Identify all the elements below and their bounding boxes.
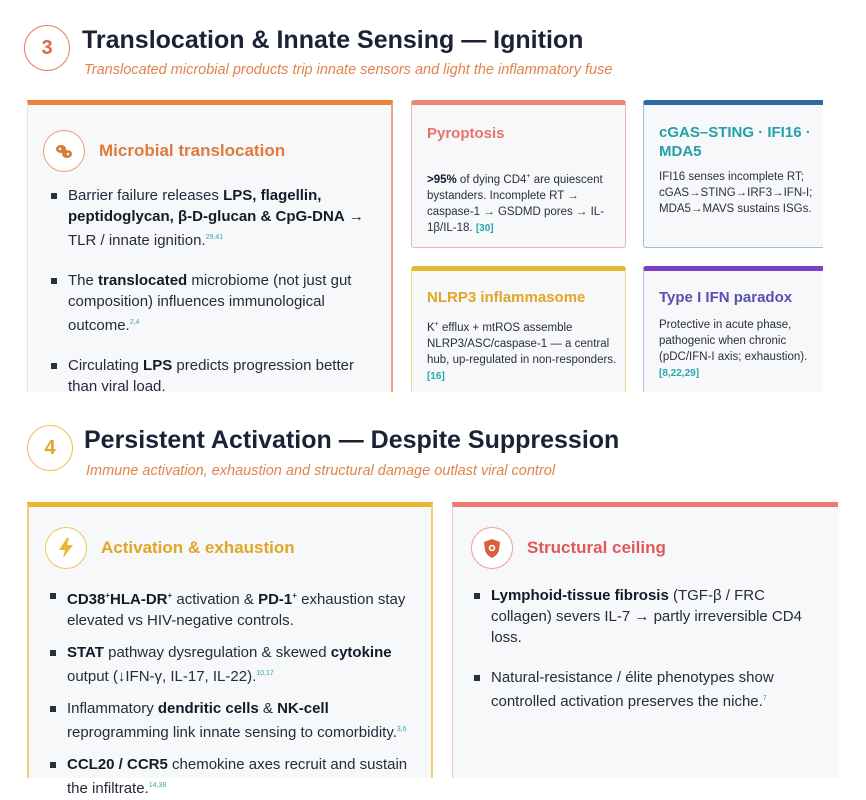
pyroptosis-title: Pyroptosis bbox=[427, 125, 505, 142]
type-i-ifn-card: Type I IFN paradox Protective in acute p… bbox=[643, 266, 823, 392]
activation-exhaustion-card: Activation & exhaustion CD38+HLA-DR+ act… bbox=[27, 502, 433, 797]
cgas-title: cGAS–STING · IFI16 · MDA5 bbox=[659, 124, 811, 160]
cgas-text: IFI16 senses incomplete RT; cGAS→STING→I… bbox=[659, 171, 813, 215]
translocation-bullets: Barrier failure releases LPS, flagellin,… bbox=[50, 185, 370, 397]
section-3-title: Translocation & Innate Sensing — Ignitio… bbox=[82, 26, 584, 54]
list-item: Natural-resistance / élite phenotypes sh… bbox=[473, 667, 823, 712]
section-4-subtitle: Immune activation, exhaustion and struct… bbox=[86, 463, 556, 479]
ifn-title: Type I IFN paradox bbox=[659, 289, 793, 306]
list-item: Lymphoid-tissue fibrosis (TGF-β / FRC co… bbox=[473, 585, 823, 648]
list-item: Circulating LPS predicts progression bet… bbox=[50, 355, 370, 397]
section-number-3: 3 bbox=[24, 25, 70, 71]
list-item: CD38+HLA-DR+ activation & PD-1+ exhausti… bbox=[49, 585, 419, 631]
list-item: STAT pathway dysregulation & skewed cyto… bbox=[49, 642, 419, 687]
pyroptosis-card: Pyroptosis >95% of dying CD4+ are quiesc… bbox=[411, 100, 626, 248]
nlrp3-title: NLRP3 inflammasome bbox=[427, 289, 586, 306]
list-item: CCL20 / CCR5 chemokine axes recruit and … bbox=[49, 754, 419, 799]
section-divider bbox=[0, 392, 866, 408]
card-title: Structural ceiling bbox=[527, 538, 666, 557]
section-3-subtitle: Translocated microbial products trip inn… bbox=[84, 62, 613, 78]
activation-bullets: CD38+HLA-DR+ activation & PD-1+ exhausti… bbox=[49, 585, 419, 799]
shield-virus-icon bbox=[471, 527, 513, 569]
list-item: Barrier failure releases LPS, flagellin,… bbox=[50, 185, 370, 251]
microbe-icon bbox=[43, 130, 85, 172]
card-title: Microbial translocation bbox=[99, 141, 286, 160]
structural-bullets: Lymphoid-tissue fibrosis (TGF-β / FRC co… bbox=[473, 585, 823, 712]
microbial-translocation-card: Microbial translocation Barrier failure … bbox=[27, 100, 393, 395]
nlrp3-text: K+ efflux + mtROS assemble NLRP3/ASC/cas… bbox=[427, 321, 617, 382]
structural-ceiling-card: Structural ceiling Lymphoid-tissue fibro… bbox=[452, 502, 838, 778]
structural-header: Structural ceiling bbox=[471, 527, 666, 569]
lightning-icon bbox=[45, 527, 87, 569]
list-item: Inflammatory dendritic cells & NK-cell r… bbox=[49, 698, 419, 743]
activation-header: Activation & exhaustion bbox=[45, 527, 295, 569]
microbial-translocation-header: Microbial translocation bbox=[43, 130, 285, 172]
cgas-sting-card: cGAS–STING · IFI16 · MDA5 IFI16 senses i… bbox=[643, 100, 823, 248]
section-number-4: 4 bbox=[27, 425, 73, 471]
pyroptosis-text: >95% of dying CD4+ are quiescent bystand… bbox=[427, 173, 605, 234]
card-title: Activation & exhaustion bbox=[101, 538, 295, 557]
ifn-text: Protective in acute phase, pathogenic wh… bbox=[659, 319, 808, 379]
section-4-title: Persistent Activation — Despite Suppress… bbox=[84, 426, 620, 454]
nlrp3-card: NLRP3 inflammasome K+ efflux + mtROS ass… bbox=[411, 266, 626, 392]
list-item: The translocated microbiome (not just gu… bbox=[50, 270, 370, 336]
